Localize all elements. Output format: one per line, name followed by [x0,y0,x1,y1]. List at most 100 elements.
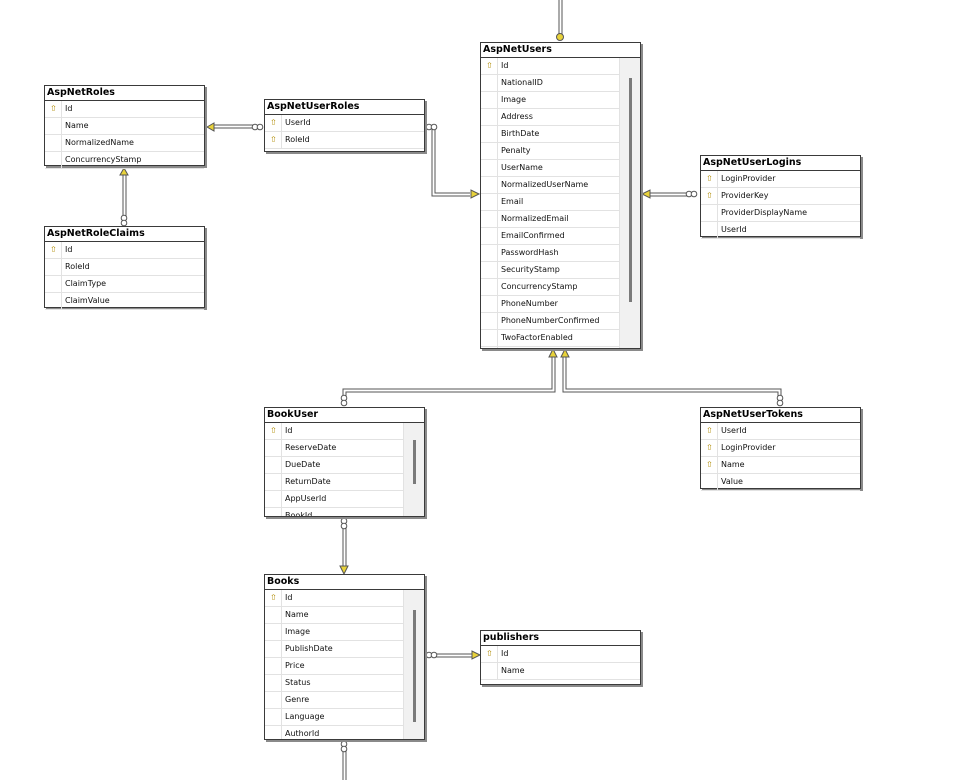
column-name: ClaimValue [65,296,110,305]
column-row[interactable]: ⇧Id [481,58,620,75]
column-row[interactable]: ReserveDate [265,440,404,457]
column-row[interactable]: Genre [265,692,404,709]
column-row[interactable]: Value [701,474,860,491]
column-row[interactable]: TwoFactorEnabled [481,330,620,347]
column-row[interactable]: NormalizedUserName [481,177,620,194]
row-gutter [265,675,282,691]
column-row[interactable]: AppUserId [265,491,404,508]
rel-aspnetroles-aspnetroleclaims[interactable] [122,174,127,218]
rel-bookuser-books[interactable] [342,526,347,566]
rel-aspnetuserroles-aspnetusers[interactable] [431,128,470,197]
column-row[interactable]: ⇧Id [265,423,404,440]
column-row[interactable]: BookId [265,508,404,517]
rel-books-publishers[interactable] [436,653,472,658]
rel-aspnetusers-aspnetusertokens[interactable] [562,357,782,398]
column-row[interactable]: NormalizedEmail [481,211,620,228]
scrollbar-thumb[interactable] [629,78,632,302]
column-row[interactable]: NationalID [481,75,620,92]
column-row[interactable]: Language [265,709,404,726]
vertical-scrollbar[interactable] [619,58,640,348]
column-row[interactable]: Image [265,624,404,641]
column-row[interactable]: ReturnDate [265,474,404,491]
column-row[interactable]: Address [481,109,620,126]
column-row[interactable]: DueDate [265,457,404,474]
column-row[interactable]: Name [265,607,404,624]
column-name: Value [721,477,743,486]
column-row[interactable]: Image [481,92,620,109]
column-row[interactable]: PublishDate [265,641,404,658]
key-icon: ⇧ [706,174,713,183]
column-row[interactable]: ⇧Name [701,457,860,474]
column-row[interactable]: ⇧LoginProvider [701,440,860,457]
column-row[interactable]: ⇧UserId [701,423,860,440]
column-name: Id [501,61,509,70]
column-row[interactable]: ProviderDisplayName [701,205,860,222]
column-row[interactable]: UserId [701,222,860,239]
column-row[interactable]: ⇧LoginProvider [701,171,860,188]
column-row[interactable]: ClaimType [45,276,204,293]
column-row[interactable]: Price [265,658,404,675]
column-name: TwoFactorEnabled [501,333,573,342]
column-row[interactable]: ConcurrencyStamp [481,279,620,296]
rel-top-to-aspnetusers[interactable] [558,0,563,34]
column-row[interactable]: ⇧Id [45,101,204,118]
key-end-icon [556,33,564,41]
rel-aspnetroles-aspnetuserroles[interactable] [214,124,256,129]
column-name: NationalID [501,78,543,87]
row-gutter [481,330,498,346]
column-row[interactable]: AuthorId [265,726,404,739]
rel-books-bottom[interactable] [342,750,347,780]
key-icon: ⇧ [50,104,57,113]
vertical-scrollbar[interactable] [403,423,424,516]
column-row[interactable]: ClaimValue [45,293,204,310]
column-row[interactable]: Email [481,194,620,211]
row-gutter [481,92,498,108]
column-row[interactable]: ⇧Id [45,242,204,259]
vertical-scrollbar[interactable] [403,590,424,739]
column-row[interactable]: RoleId [45,259,204,276]
scrollbar-thumb[interactable] [413,440,416,484]
row-gutter [481,177,498,193]
table-aspnetuserlogins[interactable]: AspNetUserLogins ⇧LoginProvider⇧Provider… [700,155,861,239]
row-gutter [265,624,282,640]
column-name: BookId [285,511,313,517]
column-row[interactable]: Penalty [481,143,620,160]
column-row[interactable]: PhoneNumber [481,296,620,313]
row-gutter [481,646,498,662]
column-row[interactable]: ⇧Id [265,590,404,607]
column-row[interactable]: ⇧UserId [265,115,424,132]
rel-aspnetusers-aspnetuserlogins[interactable] [650,192,690,197]
table-aspnetusertokens[interactable]: AspNetUserTokens ⇧UserId⇧LoginProvider⇧N… [700,407,861,491]
column-row[interactable]: LockoutEnd [481,347,620,348]
column-name: UserId [721,426,747,435]
rel-aspnetusers-bookuser[interactable] [342,357,556,397]
column-row[interactable]: BirthDate [481,126,620,143]
scrollbar-thumb[interactable] [413,610,416,722]
column-row[interactable]: ConcurrencyStamp [45,152,204,169]
column-name: Image [501,95,527,104]
column-name: AppUserId [285,494,327,503]
column-row[interactable]: ⇧Id [481,646,640,663]
column-row[interactable]: ⇧RoleId [265,132,424,149]
column-row[interactable]: UserName [481,160,620,177]
column-row[interactable]: NormalizedName [45,135,204,152]
table-aspnetuserroles[interactable]: AspNetUserRoles ⇧UserId⇧RoleId [264,99,425,152]
column-row[interactable]: PhoneNumberConfirmed [481,313,620,330]
column-row[interactable]: Status [265,675,404,692]
column-name: Genre [285,695,310,704]
column-row[interactable]: Name [45,118,204,135]
column-row[interactable]: ⇧ProviderKey [701,188,860,205]
column-row[interactable]: EmailConfirmed [481,228,620,245]
column-row[interactable]: Name [481,663,640,680]
column-name: NormalizedName [65,138,134,147]
column-row[interactable]: SecurityStamp [481,262,620,279]
column-row[interactable]: PasswordHash [481,245,620,262]
row-gutter [265,115,282,131]
key-icon: ⇧ [50,245,57,254]
